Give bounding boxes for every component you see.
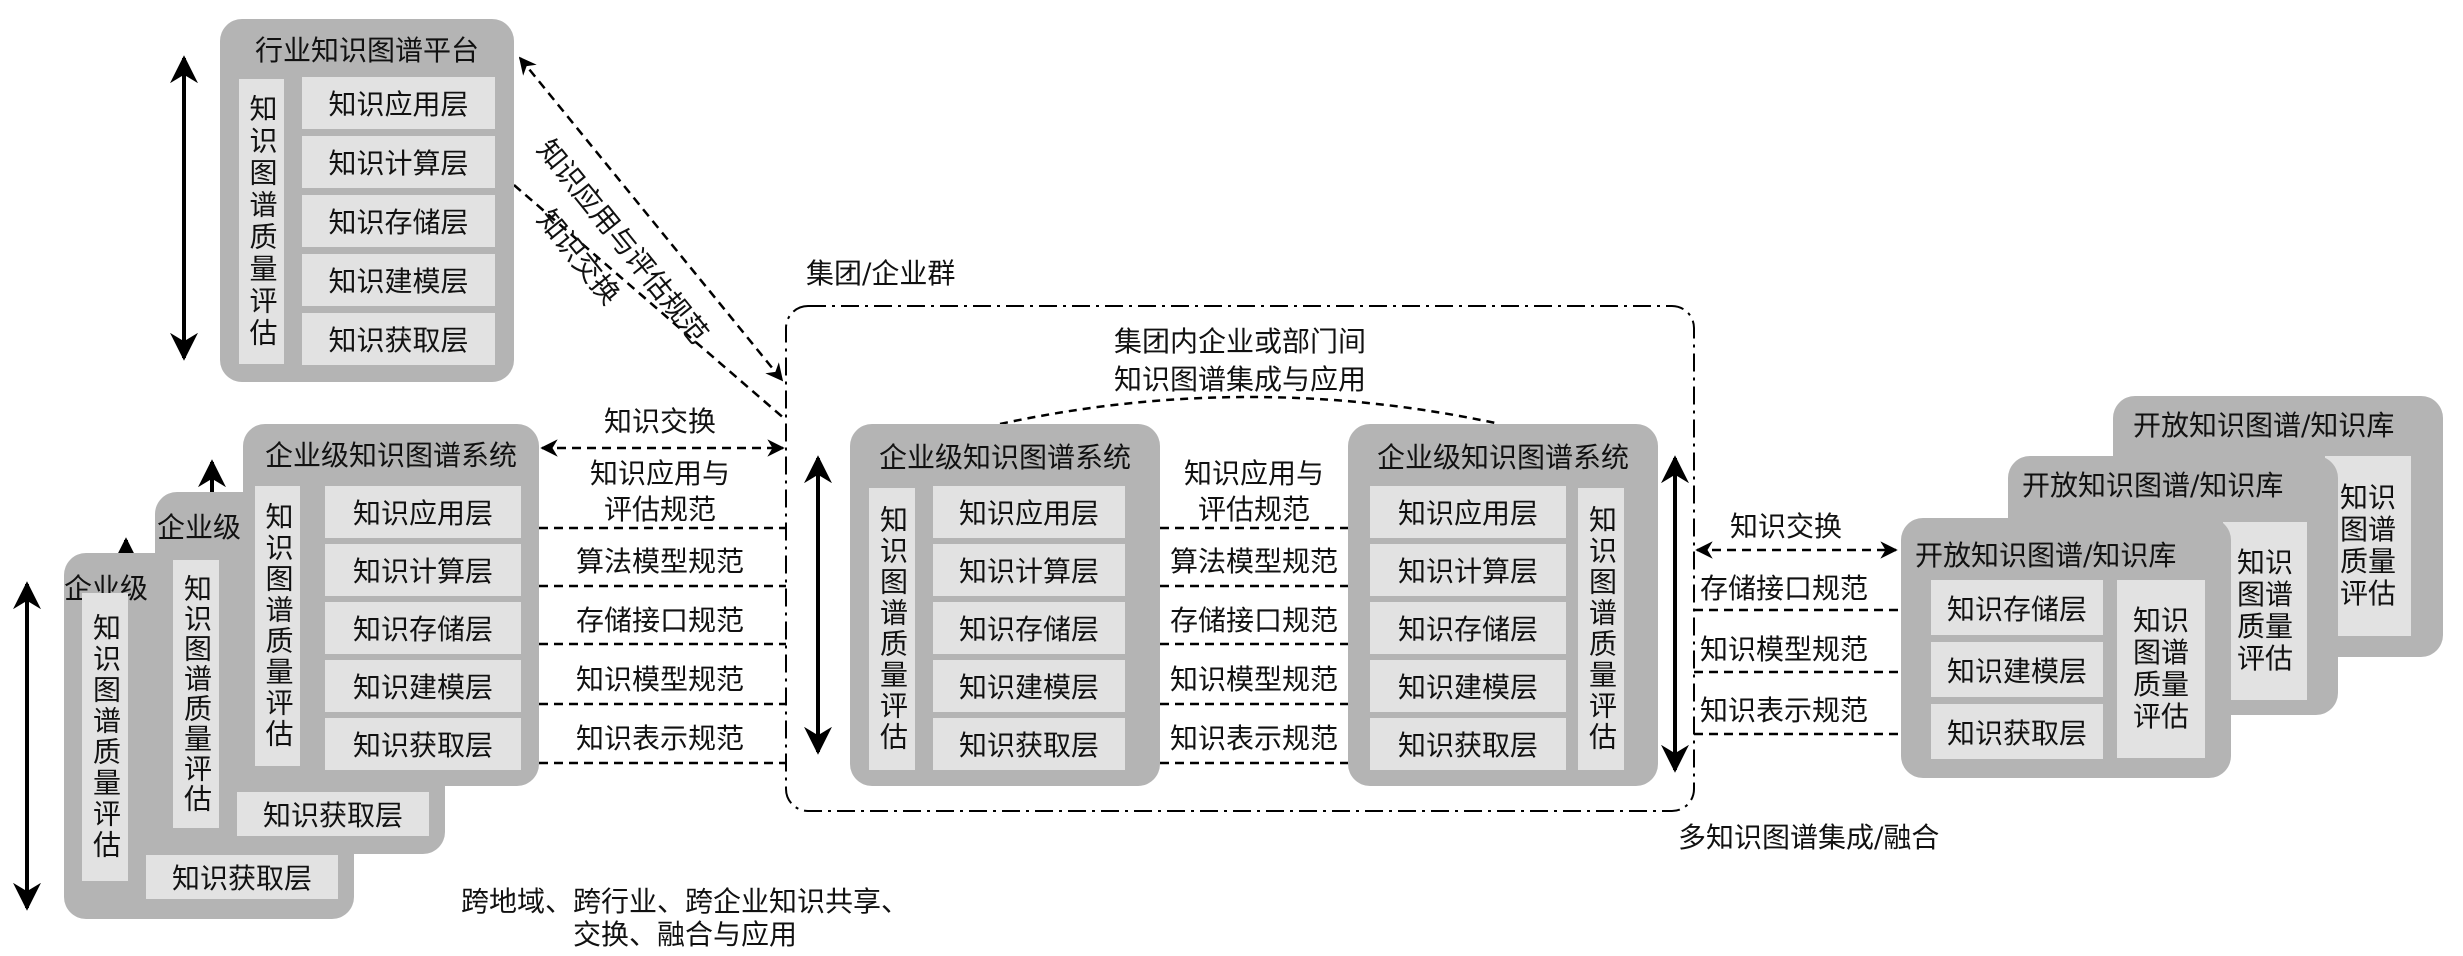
industry-platform-title: 行业知识图谱平台 [254, 34, 479, 67]
layer-application: 知识应用层 [933, 486, 1125, 538]
quality-line: 质量 [2236, 610, 2293, 643]
right-spec-representation: 知识表示规范 [1700, 694, 1869, 727]
left-exchange-label: 知识交换 [603, 405, 716, 438]
layer-modeling: 知识建模层 [1931, 642, 2103, 697]
quality-evaluation-column: 知识图谱质量评估 [2223, 522, 2307, 700]
layer-computation: 知识计算层 [1370, 544, 1566, 596]
layer-application: 知识应用层 [302, 77, 495, 129]
enterprise-system-title: 企业级知识图谱系统 [264, 439, 517, 472]
layer-application: 知识应用层 [325, 486, 521, 538]
quality-line: 质量 [2339, 545, 2396, 578]
quality-line: 图谱 [2236, 578, 2293, 611]
layer-modeling: 知识建模层 [933, 660, 1125, 712]
group-label: 集团/企业群 [806, 257, 956, 290]
quality-line: 图谱 [2132, 636, 2189, 669]
quality-line: 质量 [2132, 668, 2189, 701]
center-app-eval-label-1: 知识应用与 [1183, 457, 1324, 490]
quality-line: 知识 [2132, 604, 2189, 637]
layer-storage: 知识存储层 [1370, 602, 1566, 654]
layer-modeling: 知识建模层 [325, 660, 521, 712]
open-kg-title: 开放知识图谱/知识库 [2133, 409, 2395, 442]
quality-evaluation-column: 知识图谱质量评估 [869, 488, 915, 770]
center-app-eval-label-2: 评估规范 [1197, 493, 1310, 526]
center-spec-model: 知识模型规范 [1169, 663, 1338, 696]
layer-acquisition: 知识获取层 [325, 718, 521, 770]
layer-acquisition: 知识获取层 [302, 313, 495, 365]
layer-computation: 知识计算层 [302, 136, 495, 188]
group-enterprise-system-left: 企业级知识图谱系统 知识图谱质量评估 知识应用层 知识计算层 知识存储层 知识建… [850, 424, 1160, 786]
layer-storage: 知识存储层 [933, 602, 1125, 654]
enterprise-system-front: 企业级知识图谱系统 知识图谱质量评估 知识应用层 知识计算层 知识存储层 知识建… [243, 424, 539, 786]
layer-acquisition: 知识获取层 [1931, 704, 2103, 759]
quality-line: 知识 [2236, 546, 2293, 579]
quality-line: 评估 [2339, 577, 2396, 610]
group-boundary [785, 305, 1695, 812]
layer-computation: 知识计算层 [933, 544, 1125, 596]
left-spec-storage: 存储接口规范 [575, 604, 744, 637]
enterprise-short-title: 企业级 [157, 511, 242, 544]
open-kg-title: 开放知识图谱/知识库 [2022, 469, 2284, 502]
quality-evaluation-column: 知识图谱质量评估 [173, 560, 219, 828]
layer-application: 知识应用层 [1370, 486, 1566, 538]
group-enterprise-system-right: 企业级知识图谱系统 知识应用层 知识计算层 知识存储层 知识建模层 知识获取层 … [1348, 424, 1658, 786]
quality-evaluation-column: 知识图谱质量评估 [82, 593, 128, 881]
layer-acquisition: 知识获取层 [933, 718, 1125, 770]
left-app-eval-label-1: 知识应用与 [589, 457, 730, 490]
layer-modeling: 知识建模层 [302, 254, 495, 306]
integration-arc [999, 395, 1501, 426]
layer-storage: 知识存储层 [302, 195, 495, 247]
left-spec-representation: 知识表示规范 [575, 722, 744, 755]
left-spec-algorithm: 算法模型规范 [575, 545, 744, 578]
diagonal-exchange-arrow [518, 56, 784, 382]
industry-platform-box: 行业知识图谱平台 知识图谱质量评估 知识应用层 知识计算层 知识存储层 知识建模… [220, 19, 514, 382]
enterprise-system-title: 企业级知识图谱系统 [878, 441, 1131, 474]
quality-evaluation-column: 知识图谱质量评估 [1578, 488, 1624, 770]
quality-evaluation-column: 知识图谱质量评估 [255, 486, 300, 766]
layer-storage: 知识存储层 [1931, 580, 2103, 635]
right-exchange-label: 知识交换 [1730, 510, 1843, 543]
integration-label-2: 知识图谱集成与应用 [1113, 363, 1366, 396]
right-spec-storage: 存储接口规范 [1700, 572, 1869, 605]
layer-modeling: 知识建模层 [1370, 660, 1566, 712]
enterprise-system-title: 企业级知识图谱系统 [1376, 441, 1629, 474]
right-spec-model: 知识模型规范 [1700, 633, 1869, 666]
quality-evaluation-column: 知识图谱质量评估 [2325, 456, 2411, 636]
center-spec-representation: 知识表示规范 [1169, 722, 1338, 755]
open-kg-front: 开放知识图谱/知识库 知识存储层 知识建模层 知识获取层 知识图谱质量评估 [1901, 518, 2231, 778]
layer-acquisition: 知识获取层 [1370, 718, 1566, 770]
quality-line: 评估 [2236, 642, 2293, 675]
left-spec-model: 知识模型规范 [575, 663, 744, 696]
cross-domain-caption-1: 跨地域、跨行业、跨企业知识共享、 [460, 885, 909, 918]
open-kg-title: 开放知识图谱/知识库 [1915, 539, 2177, 572]
quality-evaluation-column: 知识图谱质量评估 [2117, 580, 2205, 758]
multi-kg-caption: 多知识图谱集成/融合 [1678, 821, 1940, 854]
cross-domain-caption-2: 交换、融合与应用 [572, 918, 797, 951]
quality-line: 评估 [2132, 700, 2189, 733]
left-spec-dividers [539, 526, 1901, 765]
layer-storage: 知识存储层 [325, 602, 521, 654]
layer-computation: 知识计算层 [325, 544, 521, 596]
left-app-eval-label-2: 评估规范 [603, 493, 716, 526]
integration-label-1: 集团内企业或部门间 [1113, 325, 1366, 358]
layer-acquisition: 知识获取层 [237, 792, 429, 836]
quality-line: 知识 [2339, 481, 2396, 514]
center-spec-algorithm: 算法模型规范 [1169, 545, 1338, 578]
layer-acquisition: 知识获取层 [146, 855, 338, 899]
center-spec-storage: 存储接口规范 [1169, 604, 1338, 637]
quality-evaluation-column: 知识图谱质量评估 [239, 79, 284, 364]
quality-line: 图谱 [2339, 513, 2396, 546]
